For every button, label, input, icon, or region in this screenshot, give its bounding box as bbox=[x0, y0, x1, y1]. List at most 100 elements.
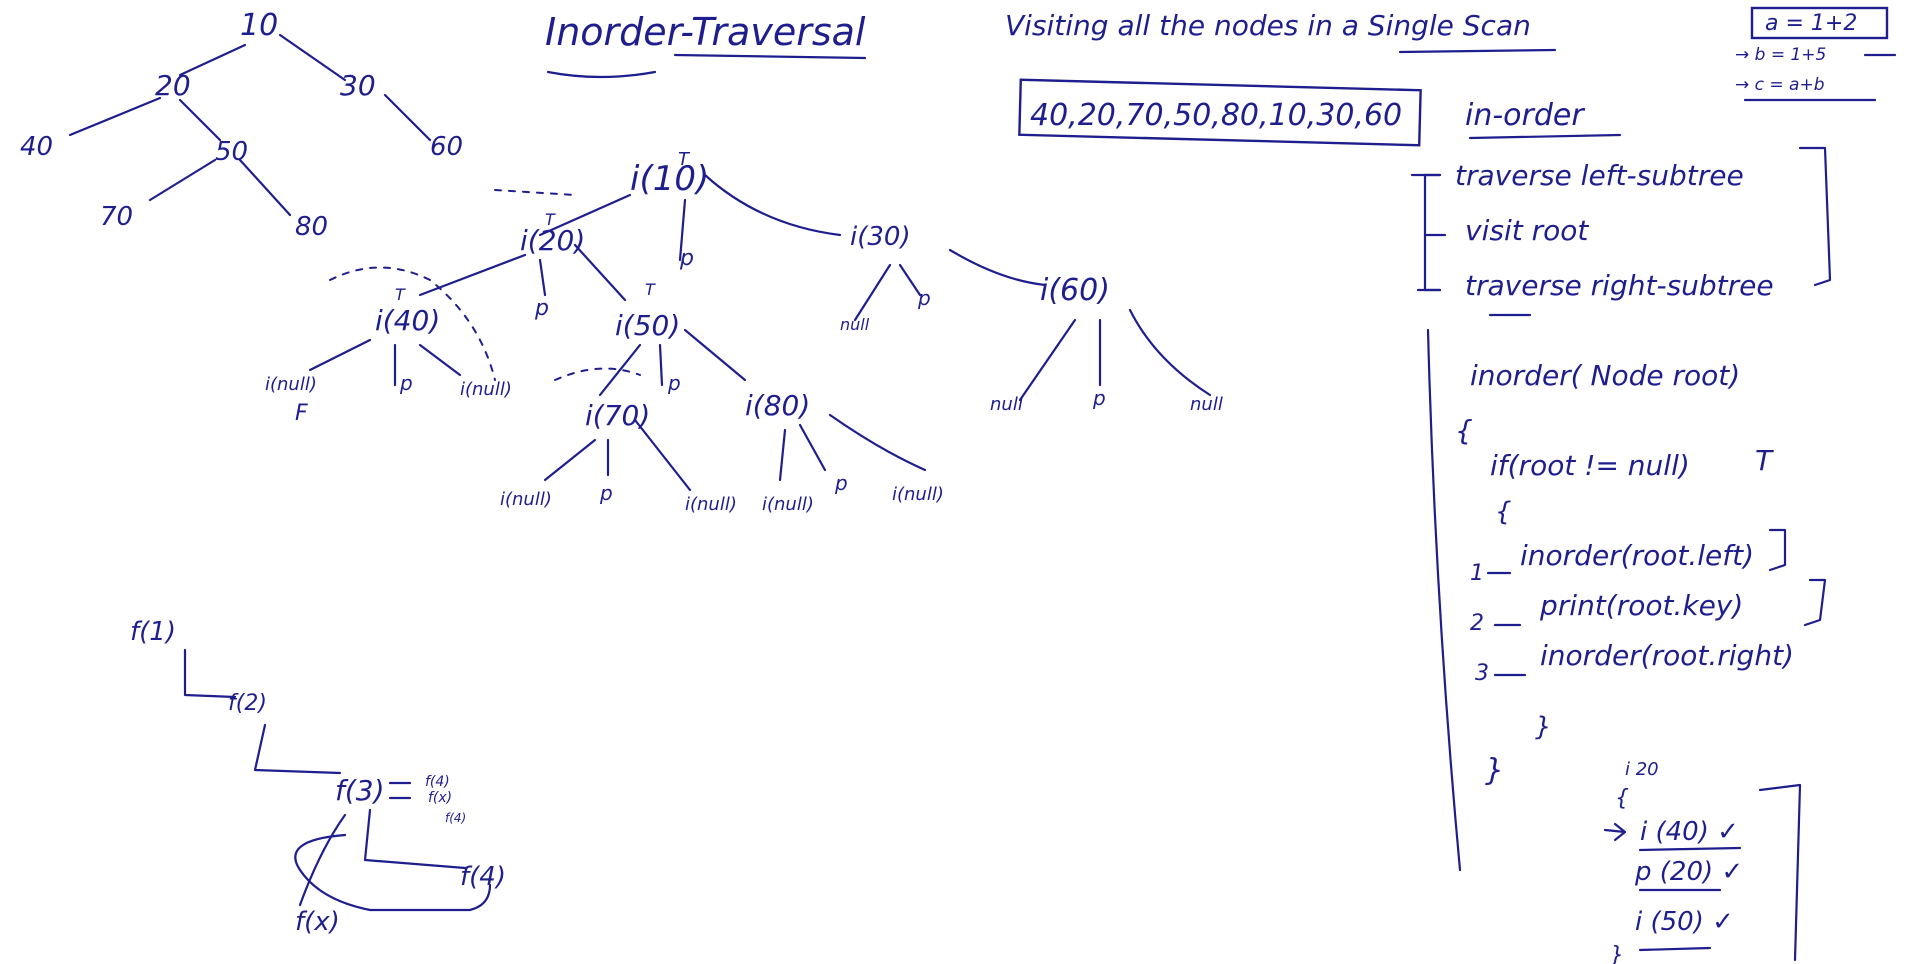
chain-note-3: f(4) bbox=[445, 811, 466, 825]
node-70: 70 bbox=[100, 202, 133, 232]
call-i70-null-l: i(null) bbox=[500, 489, 552, 510]
code-line-1-no: 1 bbox=[1470, 561, 1484, 586]
chain-f2: f(2) bbox=[228, 691, 267, 716]
note-line-3: → c = a+b bbox=[1735, 75, 1825, 95]
binary-tree: 10 20 30 40 50 60 70 80 bbox=[20, 8, 463, 242]
node-10: 10 bbox=[240, 8, 278, 43]
call-i50-p: p bbox=[667, 371, 681, 395]
recursion-tree: i(10) T i(20) T p i(30) null p i(60) nul… bbox=[265, 149, 1223, 515]
call-i30: i(30) bbox=[850, 222, 911, 252]
edge-50-80 bbox=[238, 158, 292, 217]
edge-i40-null-r bbox=[418, 343, 462, 377]
call-i10-p: p bbox=[679, 246, 694, 271]
code-line-2-no: 2 bbox=[1470, 611, 1484, 636]
steps-bracket-left bbox=[1423, 173, 1442, 292]
call-i50: i(50) bbox=[615, 309, 680, 342]
call-i60: i(60) bbox=[1040, 273, 1110, 308]
code-open-brace: { bbox=[1455, 414, 1473, 447]
call-chain: f(1) f(2) f(3) f(4) f(x) f(4) f(4) f(x) bbox=[130, 617, 506, 937]
stack-frame-2: p (20) ✓ bbox=[1634, 857, 1743, 887]
stack-label: i 20 bbox=[1625, 759, 1659, 780]
steps-bracket-right bbox=[1798, 146, 1832, 287]
step-1: traverse left-subtree bbox=[1455, 159, 1744, 192]
dash-i50 bbox=[554, 367, 641, 381]
edge-i50-i70 bbox=[598, 343, 642, 397]
call-i40-null-l: i(null) bbox=[265, 374, 317, 395]
stack-frame-3: i (50) ✓ bbox=[1635, 907, 1734, 937]
call-i40-p: p bbox=[399, 371, 413, 395]
chain-edge-4 bbox=[298, 813, 347, 907]
call-i30-null: null bbox=[840, 315, 870, 334]
code-if-line: if(root != null) bbox=[1490, 449, 1690, 482]
edge-i50-p bbox=[658, 343, 664, 387]
edge-i80-p bbox=[798, 423, 827, 472]
call-i70-p: p bbox=[599, 481, 613, 505]
edge-i10-p bbox=[678, 198, 687, 262]
call-i80-p: p bbox=[834, 471, 848, 495]
sequence-box bbox=[1018, 78, 1422, 147]
note-line-1: a = 1+2 bbox=[1765, 11, 1857, 36]
inorder-heading: in-order bbox=[1465, 98, 1585, 133]
chain-f3: f(3) bbox=[335, 774, 385, 807]
stack-bracket bbox=[1758, 783, 1802, 962]
call-i40-mark: T bbox=[395, 285, 406, 304]
edge-i20-i40 bbox=[418, 253, 527, 297]
edge-i20-i50 bbox=[573, 243, 627, 302]
stack-arrow bbox=[1603, 828, 1627, 834]
node-20: 20 bbox=[155, 69, 191, 102]
chain-note-1: f(4) bbox=[425, 774, 450, 790]
note-box bbox=[1750, 6, 1889, 40]
chain-edge-2 bbox=[253, 723, 342, 775]
chain-edge-1 bbox=[183, 648, 237, 699]
edge-i40-null-l bbox=[308, 338, 372, 372]
edge-i10-i30 bbox=[703, 173, 842, 237]
title-underline bbox=[546, 70, 657, 79]
edge-i10-i20 bbox=[538, 193, 632, 237]
code-margin-line bbox=[1426, 328, 1462, 872]
stack-close: } bbox=[1610, 943, 1624, 964]
node-80: 80 bbox=[295, 212, 328, 242]
page-title: Inorder-Traversal bbox=[545, 10, 866, 54]
call-i80: i(80) bbox=[745, 389, 810, 422]
call-i10: i(10) bbox=[630, 159, 709, 199]
edge-i80-null-r bbox=[828, 413, 927, 472]
chain-f1: f(1) bbox=[130, 617, 176, 647]
step-3: traverse right-subtree bbox=[1465, 269, 1774, 302]
call-i40: i(40) bbox=[375, 304, 440, 337]
chain-note-2: f(x) bbox=[428, 790, 452, 806]
edge-10-20 bbox=[178, 43, 247, 77]
chain-loop bbox=[294, 833, 492, 912]
call-i10-mark: T bbox=[678, 149, 691, 170]
inorder-heading-underline bbox=[1468, 133, 1622, 140]
code-line-1: inorder(root.left) bbox=[1520, 539, 1754, 572]
chain-fx: f(x) bbox=[295, 907, 340, 937]
edge-i20-p bbox=[538, 258, 547, 297]
edge-i70-null-l bbox=[543, 438, 597, 482]
call-i60-null-r: null bbox=[1190, 394, 1223, 415]
node-60: 60 bbox=[430, 132, 463, 162]
call-i60-null-l: null bbox=[990, 394, 1023, 415]
edge-i70-null-r bbox=[633, 418, 692, 492]
code-line-3-no: 3 bbox=[1475, 661, 1489, 686]
call-i70-null-r: i(null) bbox=[685, 494, 737, 515]
code-line-2: print(root.key) bbox=[1539, 589, 1743, 622]
edge-10-30 bbox=[278, 33, 347, 82]
call-i80-null-r: i(null) bbox=[892, 484, 944, 505]
edge-20-50 bbox=[178, 98, 222, 142]
node-40: 40 bbox=[20, 132, 53, 162]
edge-50-70 bbox=[148, 158, 217, 202]
stack-line-1 bbox=[1638, 846, 1742, 852]
step-2: visit root bbox=[1465, 214, 1589, 247]
call-i50-mark: T bbox=[645, 280, 656, 299]
edge-i30-i60 bbox=[948, 248, 1047, 287]
edge-20-40 bbox=[68, 96, 162, 137]
edge-i30-null bbox=[853, 263, 892, 322]
chain-edge-3 bbox=[363, 808, 467, 870]
call-i40-null-r: i(null) bbox=[460, 379, 512, 400]
subtitle-underline bbox=[1398, 48, 1557, 54]
call-i60-p: p bbox=[1092, 386, 1106, 410]
code-if-mark: T bbox=[1755, 444, 1774, 477]
stack-arrowhead bbox=[1613, 822, 1627, 842]
note-line-2: → b = 1+5 bbox=[1735, 45, 1826, 65]
